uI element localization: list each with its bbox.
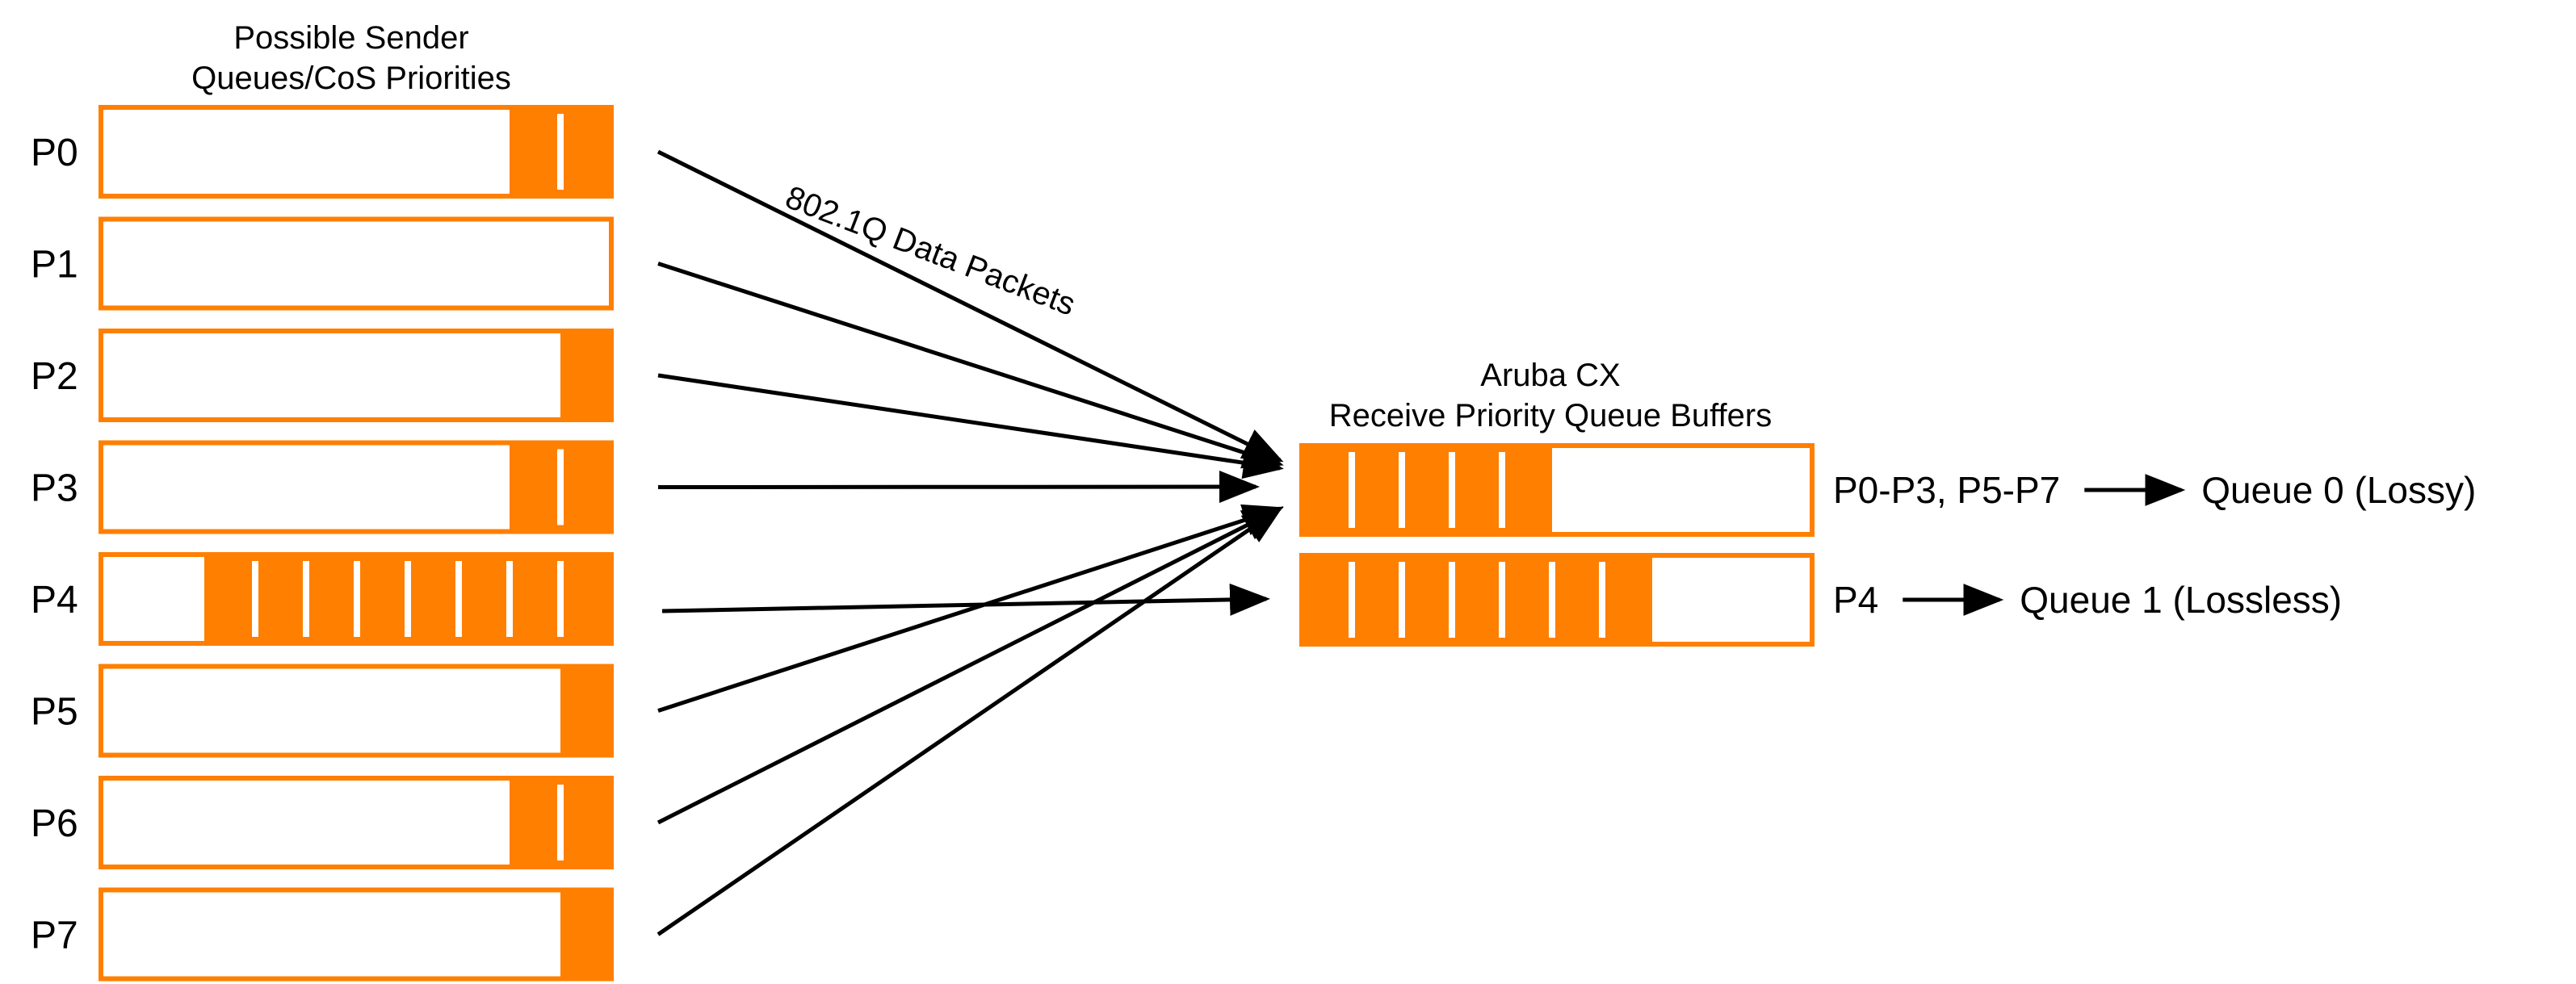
segment-divider — [557, 114, 564, 190]
mapping-target-label: Queue 1 (Lossless) — [2020, 579, 2342, 621]
segment-divider — [252, 561, 258, 637]
receiver-title-line2: Receive Priority Queue Buffers — [1329, 398, 1772, 433]
sender-queue-box — [99, 664, 614, 758]
segment-divider — [1499, 562, 1505, 638]
queue-label: P6 — [31, 802, 78, 845]
queue-label: P1 — [31, 244, 78, 287]
mapping-target-label: Queue 0 (Lossy) — [2201, 469, 2476, 511]
packet-arrow — [657, 504, 1284, 713]
segment-divider — [405, 561, 411, 637]
sender-queue-box — [99, 329, 614, 422]
queue-label: P7 — [31, 915, 78, 957]
packet-arrow — [661, 583, 1270, 616]
mapping-source-label: P4 — [1833, 579, 1878, 621]
segment-divider — [506, 561, 513, 637]
sender-title-line1: Possible Sender — [233, 20, 468, 56]
sender-queue-box — [99, 216, 614, 311]
segment-divider — [1349, 452, 1355, 528]
segment-divider — [354, 561, 360, 637]
packet-arrow — [657, 262, 1284, 469]
queue-label: P0 — [31, 132, 78, 174]
sender-queue-fill — [560, 666, 611, 756]
receiver-title-line1: Aruba CX — [1480, 358, 1620, 393]
sender-title-line2: Queues/CoS Priorities — [191, 61, 511, 96]
sender-queue-box — [99, 887, 614, 982]
arrow-label: 802.1Q Data Packets — [781, 179, 1080, 322]
sender-queue-fill — [560, 890, 611, 979]
queue-label: P4 — [31, 579, 78, 622]
receive-buffer-fill — [1302, 555, 1652, 644]
segment-divider — [1499, 452, 1505, 528]
queue-label: P2 — [31, 355, 78, 398]
segment-divider — [1399, 562, 1405, 638]
segment-divider — [1599, 562, 1605, 638]
segment-divider — [1399, 452, 1405, 528]
queue-label: P5 — [31, 691, 78, 734]
segment-divider — [1549, 562, 1555, 638]
segment-divider — [1449, 452, 1455, 528]
segment-divider — [557, 561, 564, 637]
packet-arrow — [657, 373, 1284, 479]
mapping-source-label: P0-P3, P5-P7 — [1833, 469, 2060, 511]
segment-divider — [455, 561, 462, 637]
queue-label: P3 — [31, 467, 78, 510]
packet-arrow — [657, 149, 1284, 463]
packet-arrow-group — [657, 149, 1284, 936]
packet-arrow — [657, 506, 1284, 825]
segment-divider — [557, 449, 564, 525]
segment-divider — [1349, 562, 1355, 638]
receive-buffer-fill — [1302, 446, 1552, 534]
packet-arrow — [657, 506, 1284, 936]
segment-divider — [557, 785, 564, 860]
segment-divider — [303, 561, 309, 637]
receiver-buffer-group: P0-P3, P5-P7 Queue 0 (Lossy) P4 Queue 1 (Lo… — [1299, 443, 2476, 647]
segment-divider — [1449, 562, 1455, 638]
packet-arrow — [657, 471, 1260, 504]
sender-queue-fill — [560, 331, 611, 420]
